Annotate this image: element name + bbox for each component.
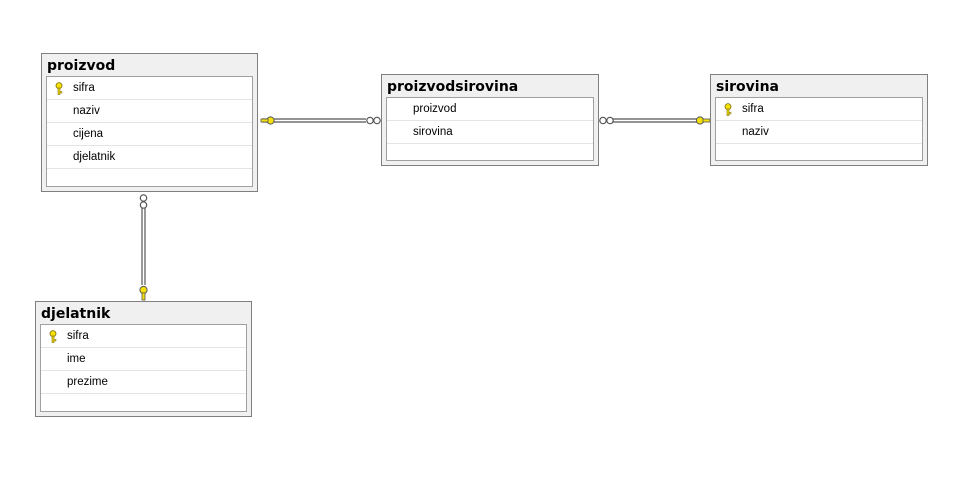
table-title: proizvod bbox=[47, 58, 116, 74]
infinity-icon bbox=[599, 116, 614, 125]
relationship-proizvod-djelatnik[interactable] bbox=[141, 206, 146, 285]
column-name: naziv bbox=[73, 105, 100, 117]
column-name: sifra bbox=[67, 330, 89, 342]
key-icon bbox=[260, 116, 275, 125]
infinity-icon bbox=[366, 116, 381, 125]
column-list: sifra naziv bbox=[715, 97, 923, 161]
infinity-icon bbox=[139, 194, 148, 209]
column-name: cijena bbox=[73, 128, 104, 140]
key-icon bbox=[724, 103, 732, 116]
relationship-proizvodsirovina-sirovina[interactable] bbox=[612, 118, 704, 123]
relationship-proizvod-proizvodsirovina[interactable] bbox=[262, 118, 366, 123]
column-list: proizvod sirovina bbox=[386, 97, 594, 161]
column-list: sifra ime prezime bbox=[40, 324, 247, 412]
column-row[interactable]: sirovina bbox=[387, 121, 593, 144]
table-title: sirovina bbox=[716, 79, 779, 95]
key-icon bbox=[49, 330, 57, 343]
column-row[interactable]: djelatnik bbox=[47, 146, 252, 169]
column-row[interactable]: prezime bbox=[41, 371, 246, 394]
column-row[interactable]: sifra bbox=[41, 325, 246, 348]
column-row[interactable]: sifra bbox=[47, 77, 252, 100]
column-row[interactable]: naziv bbox=[716, 121, 922, 144]
table-proizvod[interactable]: proizvod sifra naziv cijena djelatnik bbox=[41, 53, 258, 192]
table-title: proizvodsirovina bbox=[387, 79, 519, 95]
column-row[interactable]: naziv bbox=[47, 100, 252, 123]
key-icon bbox=[55, 82, 63, 95]
table-djelatnik[interactable]: djelatnik sifra ime prezime bbox=[35, 301, 252, 417]
column-row[interactable]: cijena bbox=[47, 123, 252, 146]
column-name: naziv bbox=[742, 126, 769, 138]
column-list: sifra naziv cijena djelatnik bbox=[46, 76, 253, 187]
column-name: sirovina bbox=[413, 126, 453, 138]
column-name: proizvod bbox=[413, 103, 457, 115]
column-row[interactable]: proizvod bbox=[387, 98, 593, 121]
column-name: sifra bbox=[73, 82, 95, 94]
column-name: sifra bbox=[742, 103, 764, 115]
key-icon bbox=[139, 285, 148, 301]
table-title: djelatnik bbox=[41, 306, 111, 322]
column-row[interactable]: ime bbox=[41, 348, 246, 371]
column-name: djelatnik bbox=[73, 151, 116, 163]
table-proizvodsirovina[interactable]: proizvodsirovina proizvod sirovina bbox=[381, 74, 599, 166]
column-row[interactable]: sifra bbox=[716, 98, 922, 121]
key-icon bbox=[695, 116, 711, 125]
column-name: ime bbox=[67, 353, 86, 365]
column-name: prezime bbox=[67, 376, 108, 388]
table-sirovina[interactable]: sirovina sifra naziv bbox=[710, 74, 928, 166]
